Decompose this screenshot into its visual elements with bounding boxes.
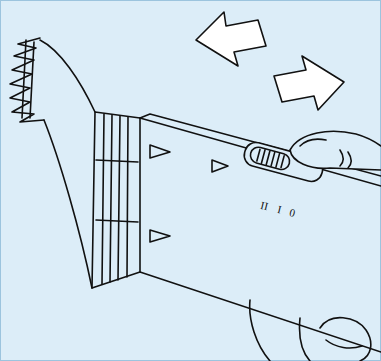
switch-knob xyxy=(249,145,292,171)
thumbnail xyxy=(300,139,326,146)
collar-grip-lines xyxy=(102,114,128,284)
alignment-marks xyxy=(150,145,228,242)
trimmer-collar xyxy=(92,112,140,288)
cutter-teeth xyxy=(10,38,44,122)
cutter-guard xyxy=(22,40,34,118)
hand-fingers xyxy=(320,318,371,361)
knob-ridges xyxy=(257,148,285,168)
switch-position-label: II xyxy=(259,200,269,212)
trimmer-neck xyxy=(40,40,95,288)
trimmer-body xyxy=(140,118,381,352)
finger xyxy=(250,300,310,361)
arrow-left xyxy=(196,12,266,66)
switch-position-label: I xyxy=(276,204,282,216)
motion-lines xyxy=(340,150,351,168)
switch-position-label: 0 xyxy=(288,207,296,219)
arrow-right xyxy=(274,56,344,110)
thumb xyxy=(290,131,381,170)
collar-rings xyxy=(96,160,138,222)
